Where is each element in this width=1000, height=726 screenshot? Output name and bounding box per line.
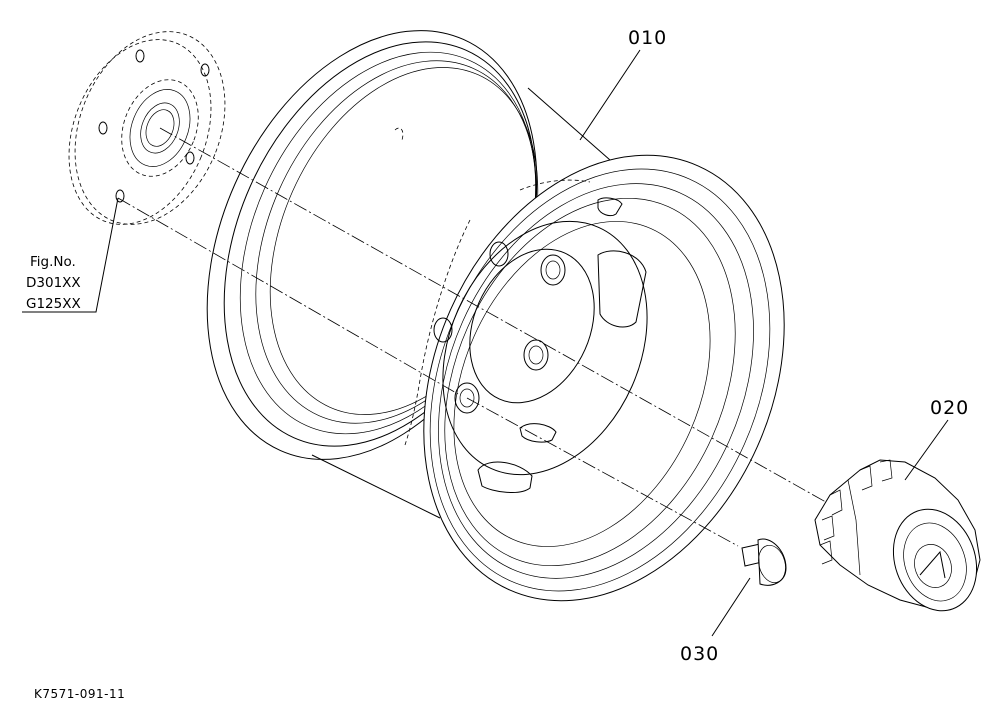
callout-020: 020 <box>904 397 969 481</box>
figure-reference: Fig.No. D301XX G125XX <box>22 197 119 313</box>
callout-label-010: 010 <box>628 27 667 49</box>
hub-cap <box>814 459 981 612</box>
figure-ref-line2: D301XX <box>26 275 81 291</box>
callout-label-030: 030 <box>680 643 719 665</box>
hub-flange-reference <box>68 31 226 225</box>
document-id: K7571-091-11 <box>34 687 125 701</box>
callout-label-020: 020 <box>930 397 969 419</box>
callout-010: 010 <box>579 27 667 141</box>
callout-030: 030 <box>680 577 751 665</box>
figure-ref-line3: G125XX <box>26 296 81 312</box>
wheel-bolt <box>741 538 787 586</box>
assembly-lines <box>117 127 841 547</box>
wheel-rim <box>206 30 785 602</box>
figure-ref-line1: Fig.No. <box>30 254 76 270</box>
